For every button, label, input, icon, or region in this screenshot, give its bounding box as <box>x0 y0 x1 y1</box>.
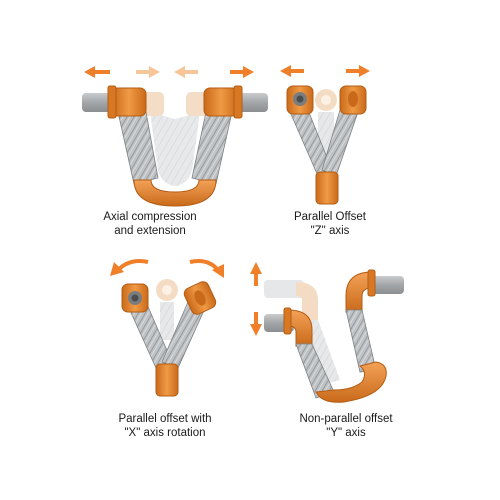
arrow-left-icon <box>280 65 304 77</box>
caption-line: "X" axis rotation <box>124 427 206 439</box>
arrow-right-icon <box>136 66 160 78</box>
caption-y-axis: Non-parallel offset "Y" axis <box>236 412 456 440</box>
diagram-axial <box>82 66 268 207</box>
arrow-left-icon <box>174 66 198 78</box>
caption-line: Non-parallel offset <box>299 413 393 425</box>
right-fitting <box>183 281 217 315</box>
return-bend <box>315 361 387 403</box>
caption-line: Parallel offset with <box>118 413 212 425</box>
curved-arrow-left-icon <box>110 259 149 276</box>
caption-line: "Y" axis <box>326 427 366 439</box>
right-fitting <box>339 85 367 115</box>
right-elbow-fitting <box>345 269 376 313</box>
caption-line: and extension <box>114 225 186 237</box>
diagram-z-axis <box>280 65 370 205</box>
caption-z-axis: Parallel Offset "Z" axis <box>220 210 440 238</box>
caption-x-rotation: Parallel offset with "X" axis rotation <box>55 412 275 440</box>
left-fitting <box>286 85 314 115</box>
left-elbow-fitting <box>283 307 313 347</box>
return-bend <box>133 179 217 207</box>
arrow-up-icon <box>250 262 262 286</box>
left-elbow-fitting <box>107 85 147 119</box>
outlet-stub <box>155 363 179 397</box>
arrow-right-icon <box>346 65 370 77</box>
diagram-y-axis <box>250 262 404 403</box>
left-fitting <box>121 283 149 313</box>
outlet-stub <box>315 171 339 205</box>
arrow-down-icon <box>250 312 262 336</box>
right-pipe <box>370 276 404 294</box>
caption-line: Axial compression <box>103 211 197 223</box>
arrow-left-icon <box>84 66 110 78</box>
caption-line: Parallel Offset <box>293 211 366 223</box>
diagram-x-rotation <box>110 259 224 397</box>
curved-arrow-right-icon <box>189 259 224 278</box>
right-elbow-fitting <box>203 85 243 119</box>
caption-axial: Axial compression and extension <box>40 210 260 238</box>
arrow-right-icon <box>230 66 254 78</box>
caption-line: "Z" axis <box>310 225 350 237</box>
